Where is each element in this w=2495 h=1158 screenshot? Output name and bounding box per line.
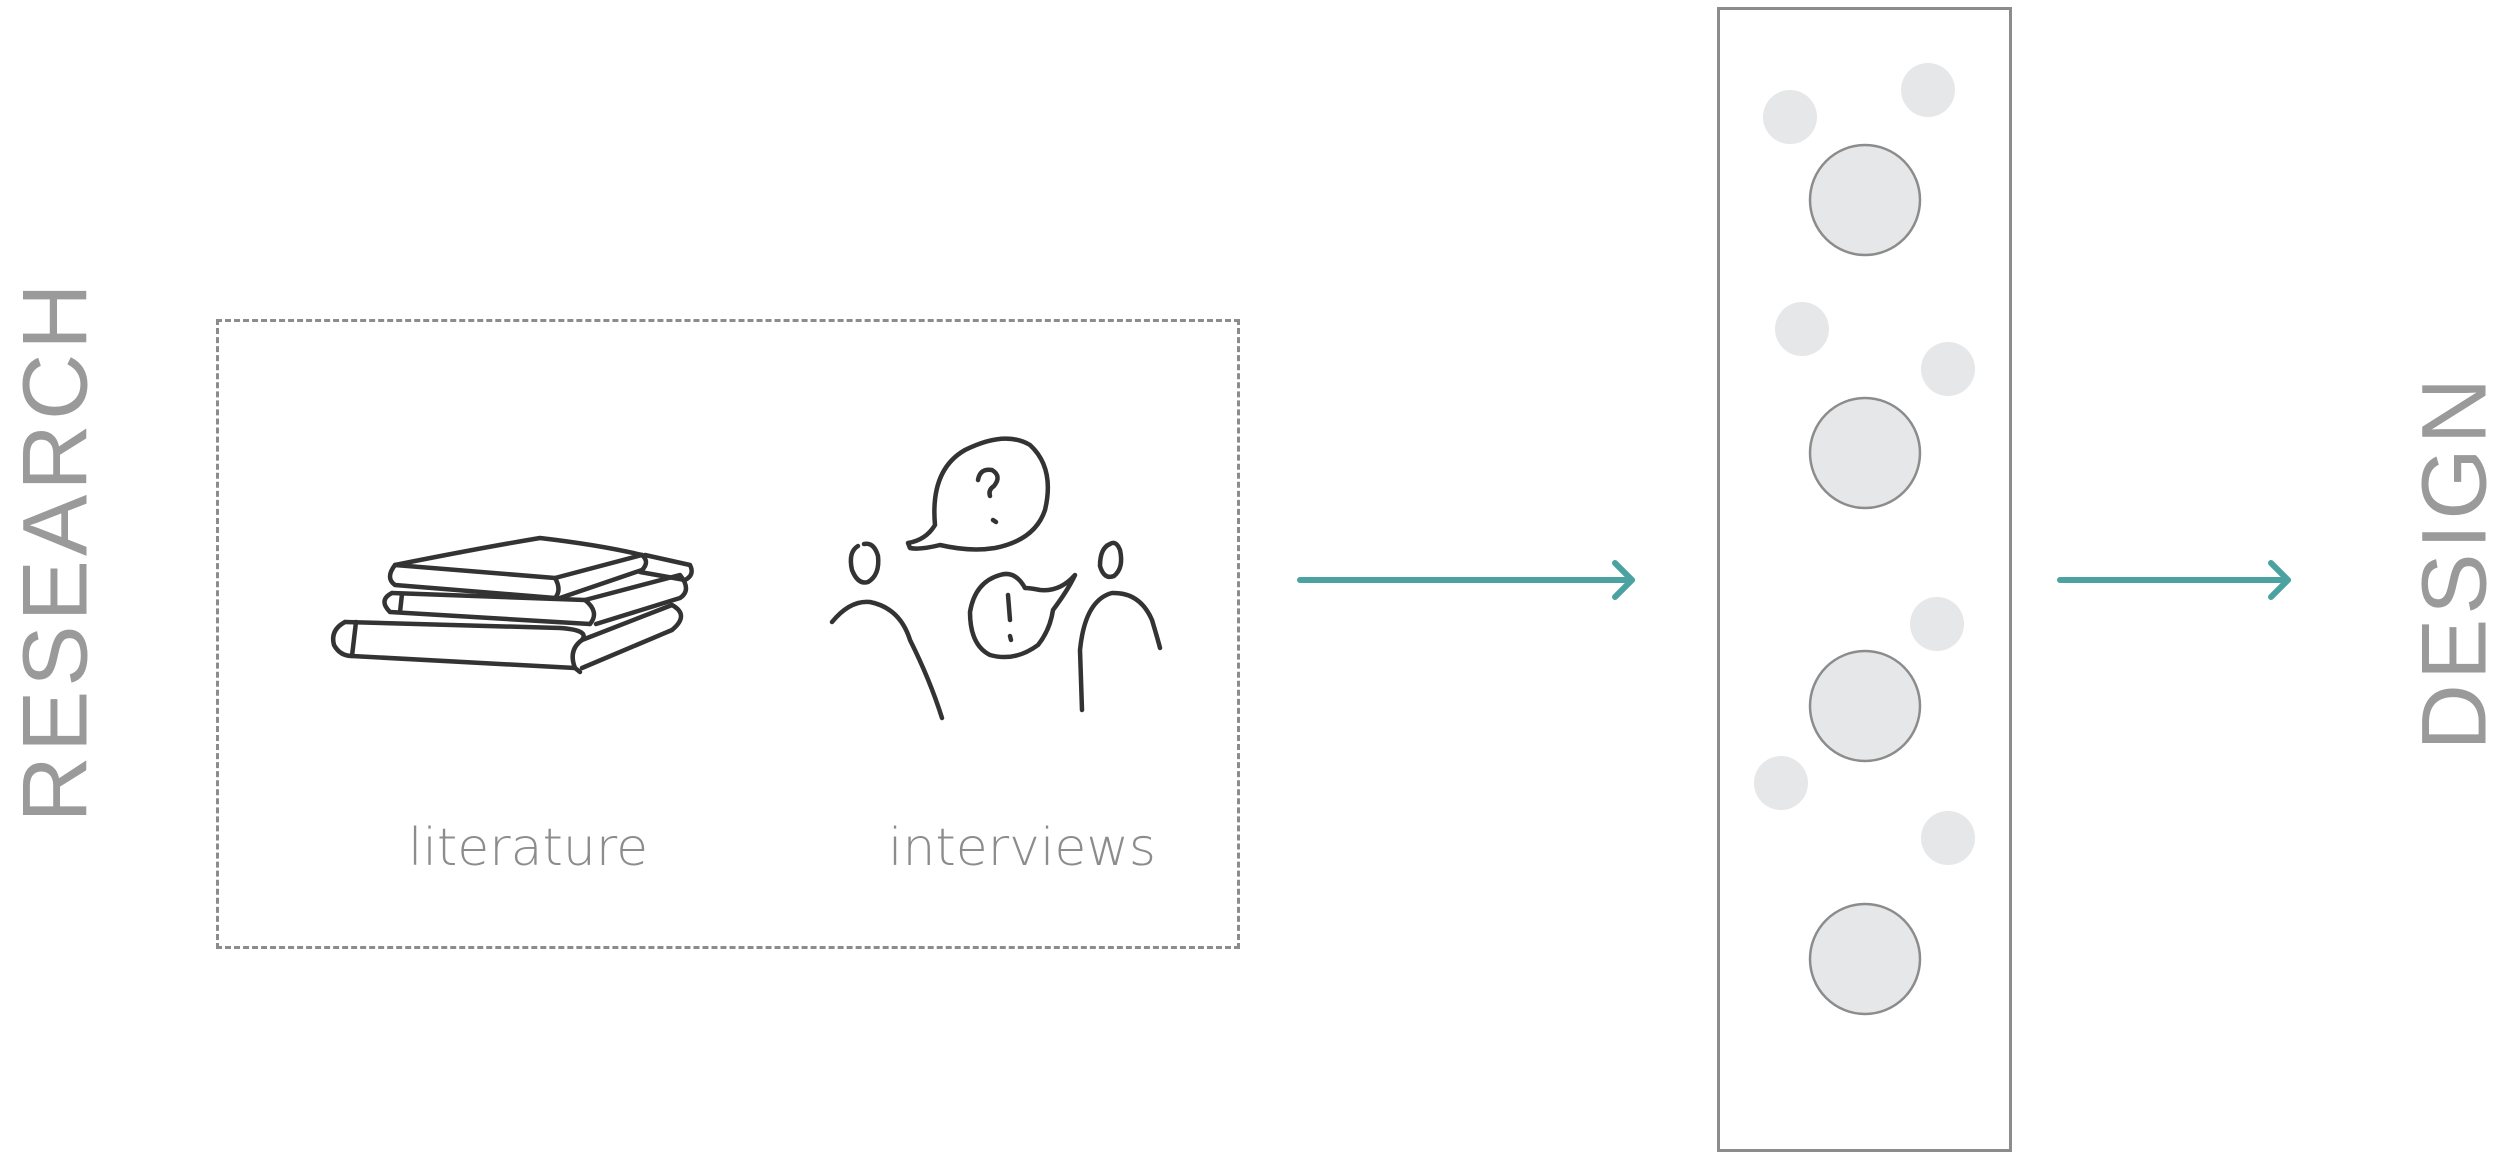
small-circle <box>1775 302 1829 356</box>
small-circle <box>1921 811 1975 865</box>
synthesis-filter-box <box>1717 7 2012 1152</box>
research-sources-box <box>216 319 1240 949</box>
large-circle <box>1808 649 1922 763</box>
small-circle <box>1754 756 1808 810</box>
small-circle <box>1921 342 1975 396</box>
interview-icon <box>829 436 1163 721</box>
books-icon <box>330 535 694 675</box>
interviews-caption: interviews <box>888 818 1156 878</box>
arrow-to-filter <box>1297 560 1635 600</box>
small-circle <box>1901 63 1955 117</box>
small-circle <box>1910 597 1964 651</box>
large-circle <box>1808 396 1922 510</box>
small-circle <box>1763 90 1817 144</box>
large-circle <box>1808 902 1922 1016</box>
arrow-to-design <box>2057 560 2291 600</box>
large-circle <box>1808 143 1922 257</box>
literature-caption: literature <box>408 818 649 878</box>
